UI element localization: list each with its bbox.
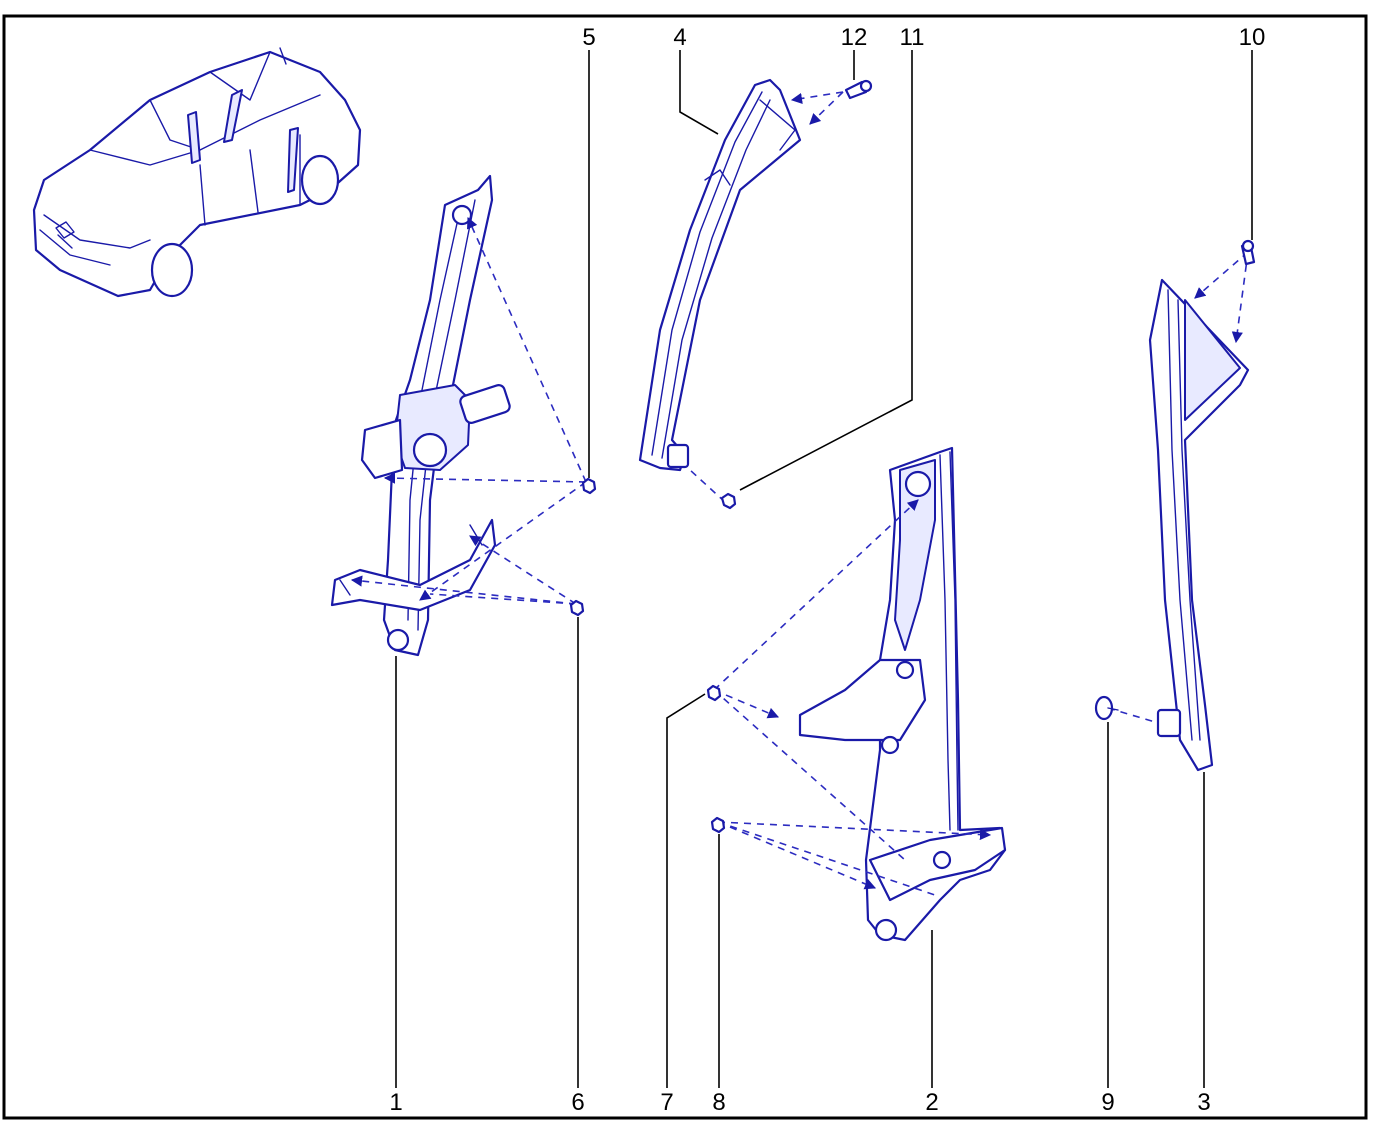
callout-8: 8 bbox=[712, 1089, 725, 1116]
fastener-lines-regulator-1 bbox=[350, 216, 587, 605]
nut-11 bbox=[720, 492, 737, 510]
callout-12: 12 bbox=[841, 24, 868, 51]
rear-window-regulator bbox=[798, 446, 1007, 942]
nut-8 bbox=[710, 816, 726, 834]
callout-labels: 5 4 12 11 10 1 6 7 8 2 9 3 bbox=[389, 24, 1265, 1116]
screw-12 bbox=[844, 79, 873, 100]
front-window-regulator bbox=[330, 174, 511, 657]
callout-4: 4 bbox=[673, 24, 686, 51]
nut-7 bbox=[706, 684, 722, 702]
front-window-channel bbox=[638, 78, 802, 472]
callout-2: 2 bbox=[925, 1089, 938, 1116]
fastener-lines-channel-4 bbox=[689, 91, 844, 503]
clip-9 bbox=[1094, 695, 1119, 721]
callout-3: 3 bbox=[1197, 1089, 1210, 1116]
callout-5: 5 bbox=[582, 24, 595, 51]
fastener-lines-regulator-2 bbox=[713, 499, 992, 896]
callout-6: 6 bbox=[571, 1089, 584, 1116]
callout-7: 7 bbox=[660, 1089, 673, 1116]
callout-11: 11 bbox=[900, 24, 925, 51]
callout-9: 9 bbox=[1101, 1089, 1114, 1116]
nut-5 bbox=[581, 477, 597, 495]
leader-lines bbox=[395, 50, 1253, 1088]
nut-6 bbox=[569, 599, 585, 617]
diagram-border bbox=[2, 14, 1368, 1120]
callout-10: 10 bbox=[1239, 24, 1266, 51]
screw-10 bbox=[1240, 239, 1256, 266]
vehicle-locator-illustration bbox=[32, 47, 362, 298]
callout-1: 1 bbox=[389, 1089, 402, 1116]
fastener-lines-channel-3 bbox=[1107, 251, 1249, 723]
rear-window-channel bbox=[1148, 278, 1250, 772]
